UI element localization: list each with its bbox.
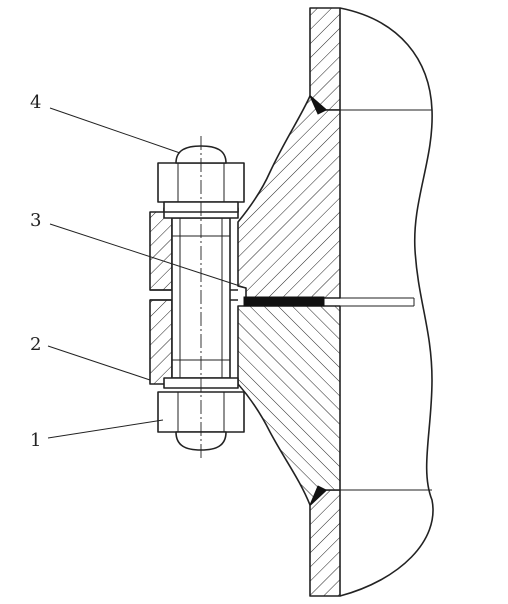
callout-3: 3 bbox=[30, 210, 41, 231]
callout-4: 4 bbox=[30, 92, 41, 113]
gasket bbox=[243, 296, 325, 307]
callout-leaders bbox=[47, 107, 247, 439]
callout-2: 2 bbox=[30, 334, 41, 355]
shell-wall bbox=[309, 7, 341, 597]
vessel-shell bbox=[339, 7, 434, 597]
callout-1: 1 bbox=[30, 430, 41, 451]
neck-flange-upper bbox=[237, 95, 341, 299]
flange-lower bbox=[237, 305, 341, 506]
